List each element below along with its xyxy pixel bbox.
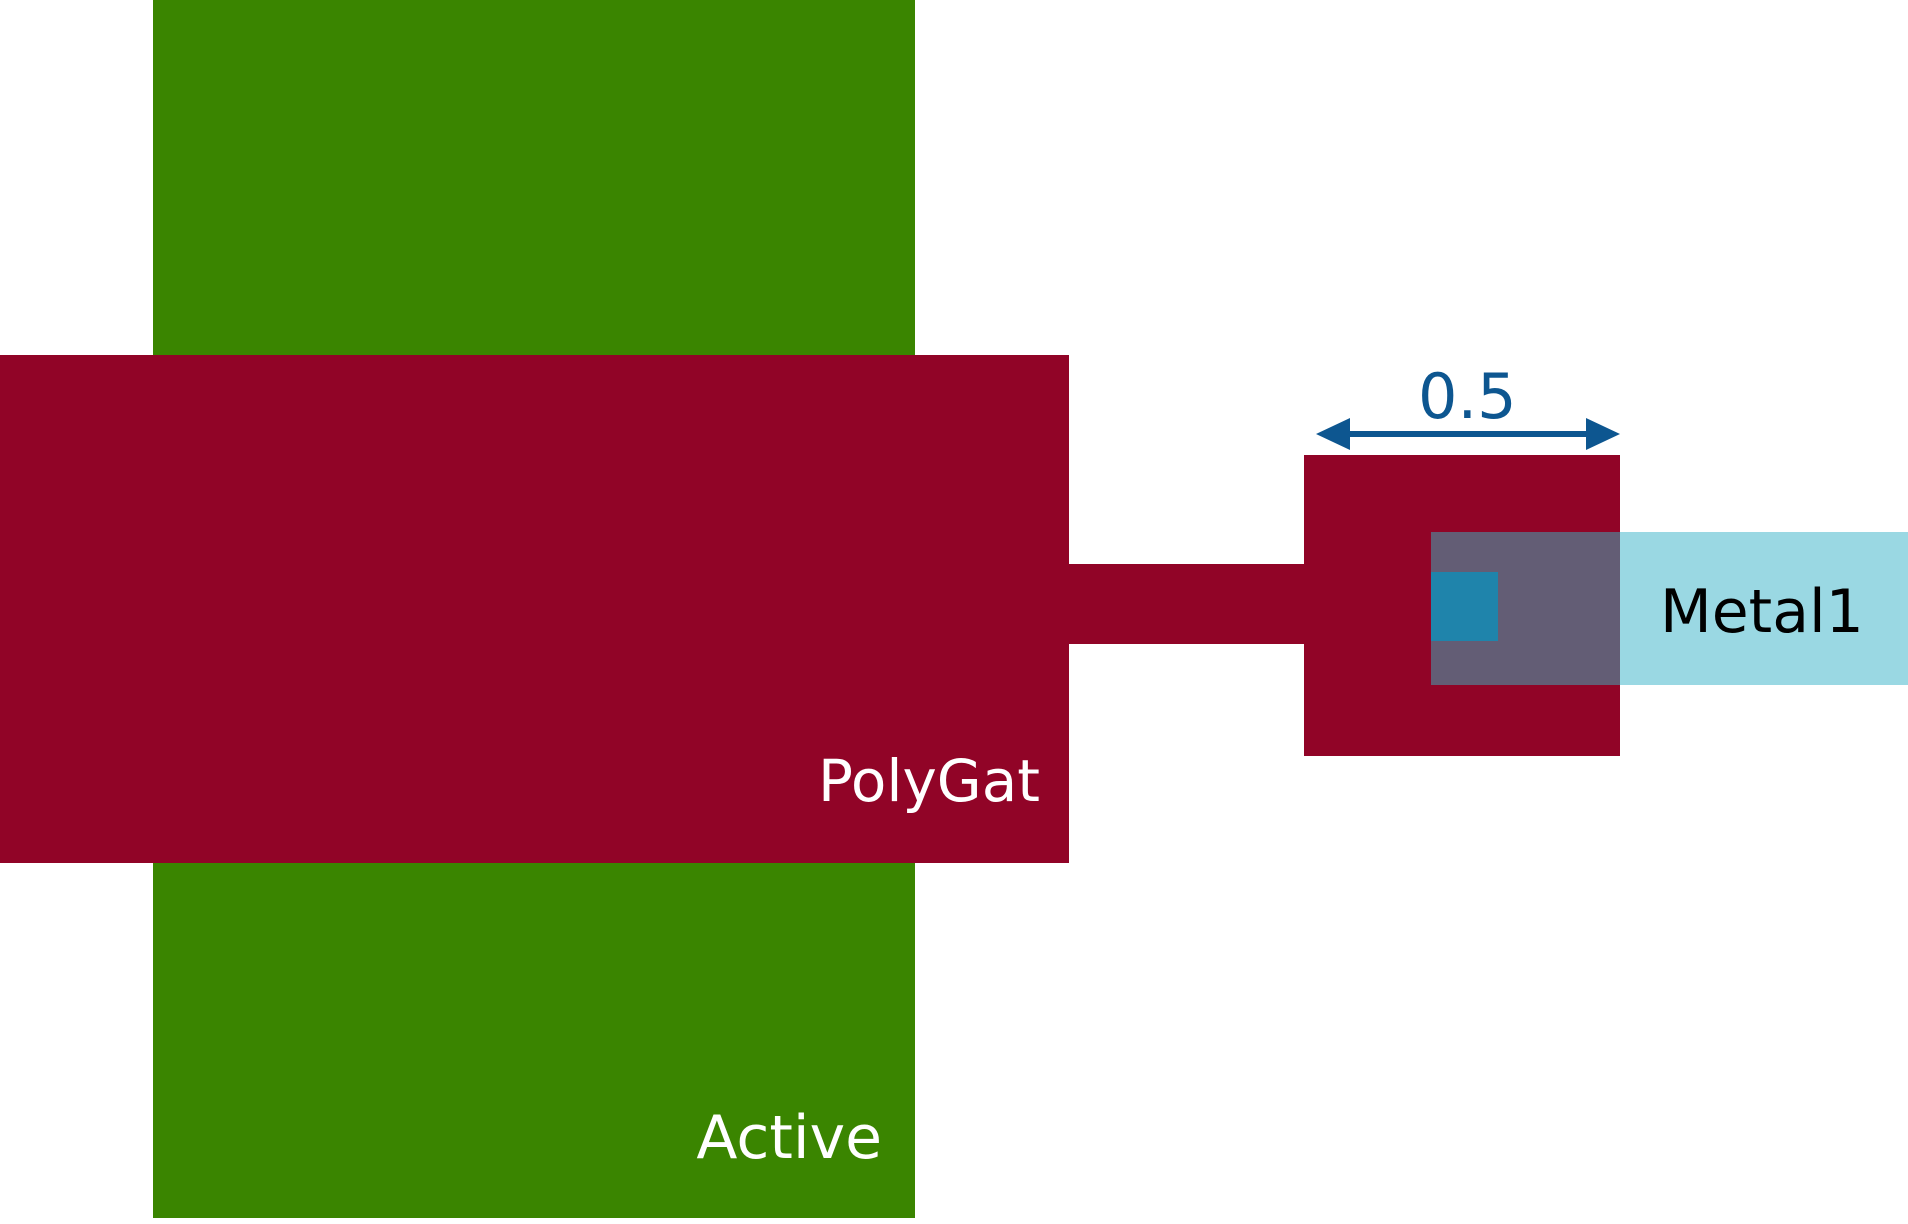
active-layer-bottom (153, 862, 915, 1218)
active-label: Active (696, 1103, 882, 1173)
active-layer-top (153, 0, 915, 356)
dimension-arrow (1316, 418, 1620, 450)
metal1-label: Metal1 (1660, 577, 1864, 647)
contact-via (1431, 572, 1498, 641)
arrowhead-left-icon (1316, 418, 1350, 450)
polygat-stem (1068, 564, 1306, 644)
polygat-gate-region (0, 355, 1069, 863)
dimension-label: 0.5 (1418, 360, 1517, 433)
polygat-label: PolyGat (817, 747, 1040, 815)
arrowhead-right-icon (1586, 418, 1620, 450)
metal1-layer (1620, 532, 1908, 685)
